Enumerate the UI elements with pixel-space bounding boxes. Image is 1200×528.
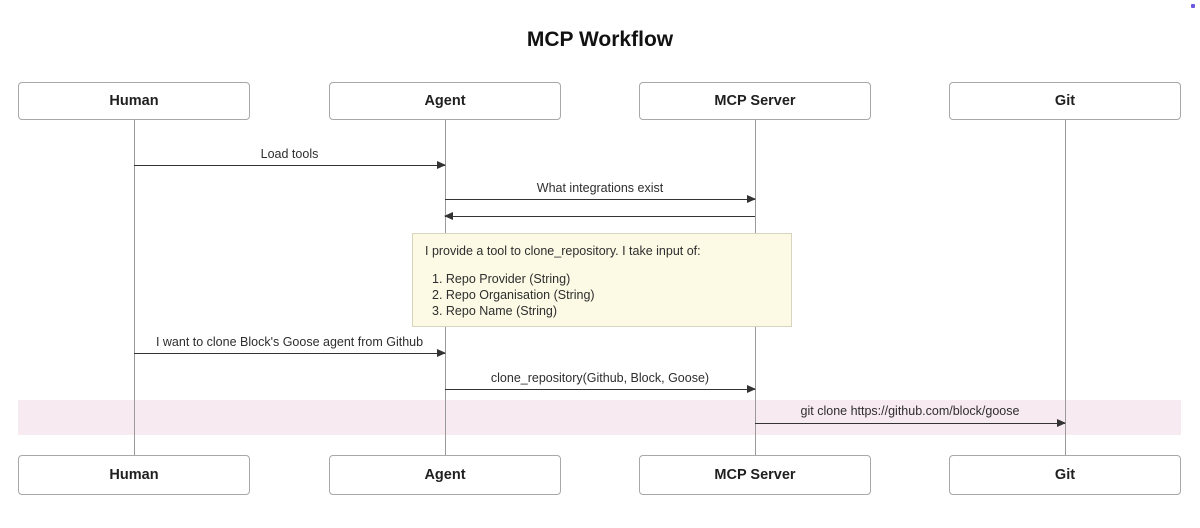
lifeline-human [134,120,135,455]
note-items: 1. Repo Provider (String) 2. Repo Organi… [432,271,779,319]
note-item: 1. Repo Provider (String) [432,272,571,286]
actor-label: Git [1054,467,1076,483]
arrowhead-right-icon [437,161,446,170]
arrowhead-right-icon [747,195,756,204]
actor-box-human-bottom: Human [18,455,250,495]
actor-box-git-bottom: Git [949,455,1181,495]
message-arrow-what-integrations [445,195,756,204]
actor-label: Agent [424,467,466,483]
note-intro: I provide a tool to clone_repository. I … [425,244,701,258]
actor-box-agent-bottom: Agent [329,455,561,495]
message-arrow-load-tools [134,161,446,170]
actor-box-human-top: Human [18,82,250,120]
diagram-title: MCP Workflow [526,28,674,51]
arrowhead-left-icon [444,212,453,221]
note-box: I provide a tool to clone_repository. I … [412,233,792,327]
actor-box-mcp-server-top: MCP Server [639,82,871,120]
actor-label: Agent [424,93,466,109]
actor-label: MCP Server [714,93,796,109]
message-label-git-clone: git clone https://github.com/block/goose [800,404,1020,418]
message-label-clone-repository: clone_repository(Github, Block, Goose) [490,371,710,385]
message-arrow-git-clone [755,419,1066,428]
message-arrow-return [444,212,755,221]
message-arrow-clone-request [134,349,446,358]
message-label-what-integrations: What integrations exist [536,181,664,195]
actor-box-git-top: Git [949,82,1181,120]
actor-label: Git [1054,93,1076,109]
message-arrow-clone-repository [445,385,756,394]
arrowhead-right-icon [437,349,446,358]
actor-label: Human [109,93,159,109]
actor-box-mcp-server-bottom: MCP Server [639,455,871,495]
actor-box-agent-top: Agent [329,82,561,120]
actor-label: Human [109,467,159,483]
arrowhead-right-icon [747,385,756,394]
note-item: 2. Repo Organisation (String) [432,288,595,302]
note-item: 3. Repo Name (String) [432,304,558,318]
lifeline-git [1065,120,1066,455]
arrowhead-right-icon [1057,419,1066,428]
message-label-clone-request: I want to clone Block's Goose agent from… [155,335,424,349]
message-label-load-tools: Load tools [260,147,319,161]
corner-dot [1191,4,1195,8]
highlight-band [18,400,1181,435]
actor-label: MCP Server [714,467,796,483]
